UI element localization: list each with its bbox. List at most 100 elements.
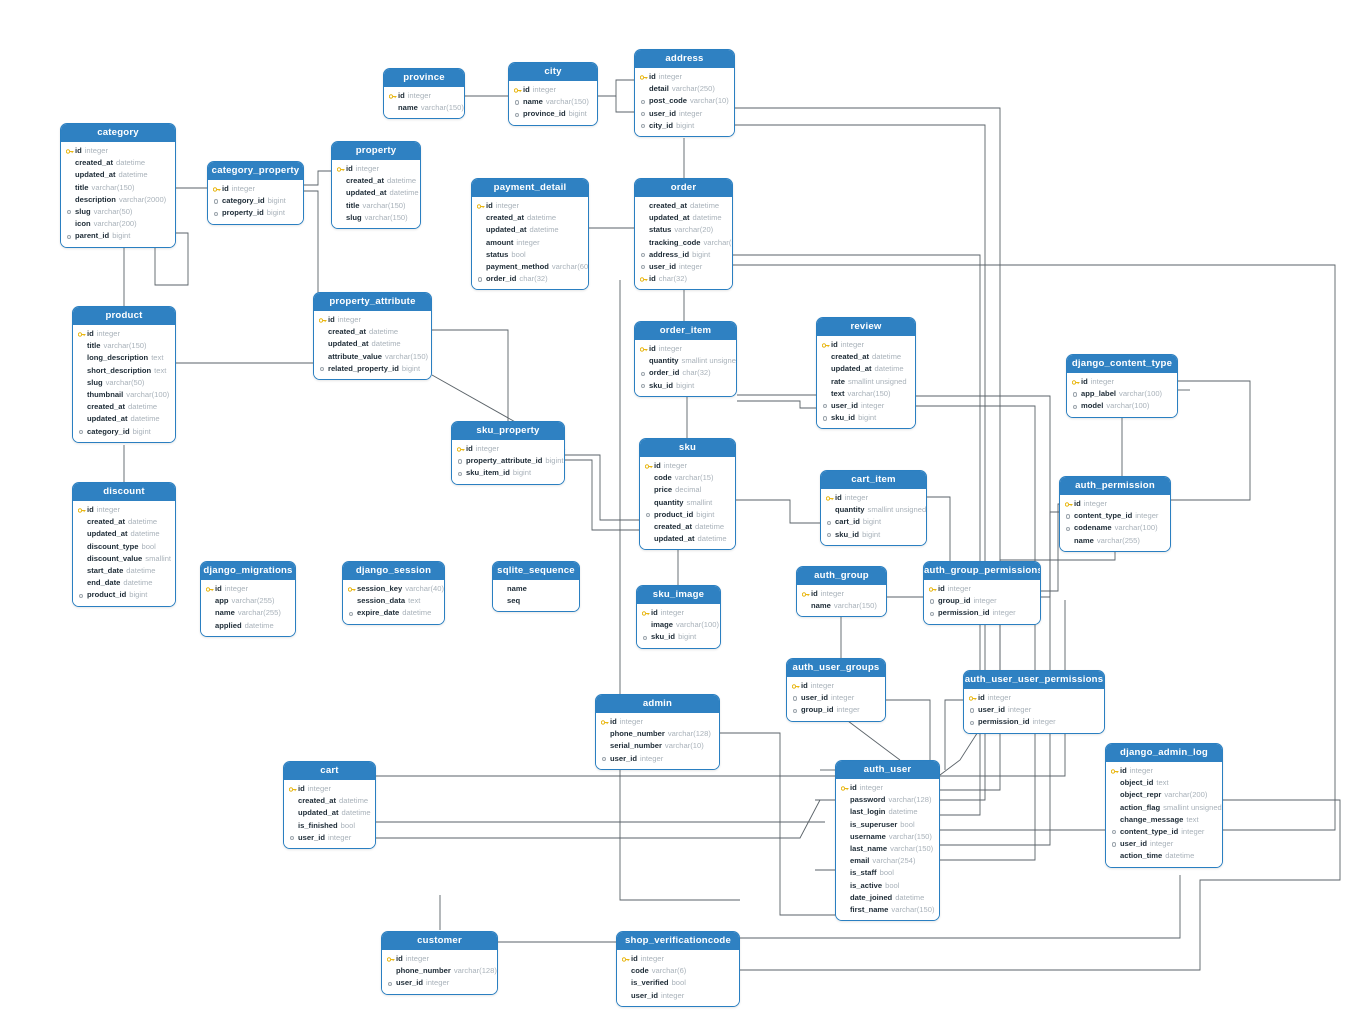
table-column[interactable]: seq — [493, 595, 579, 607]
